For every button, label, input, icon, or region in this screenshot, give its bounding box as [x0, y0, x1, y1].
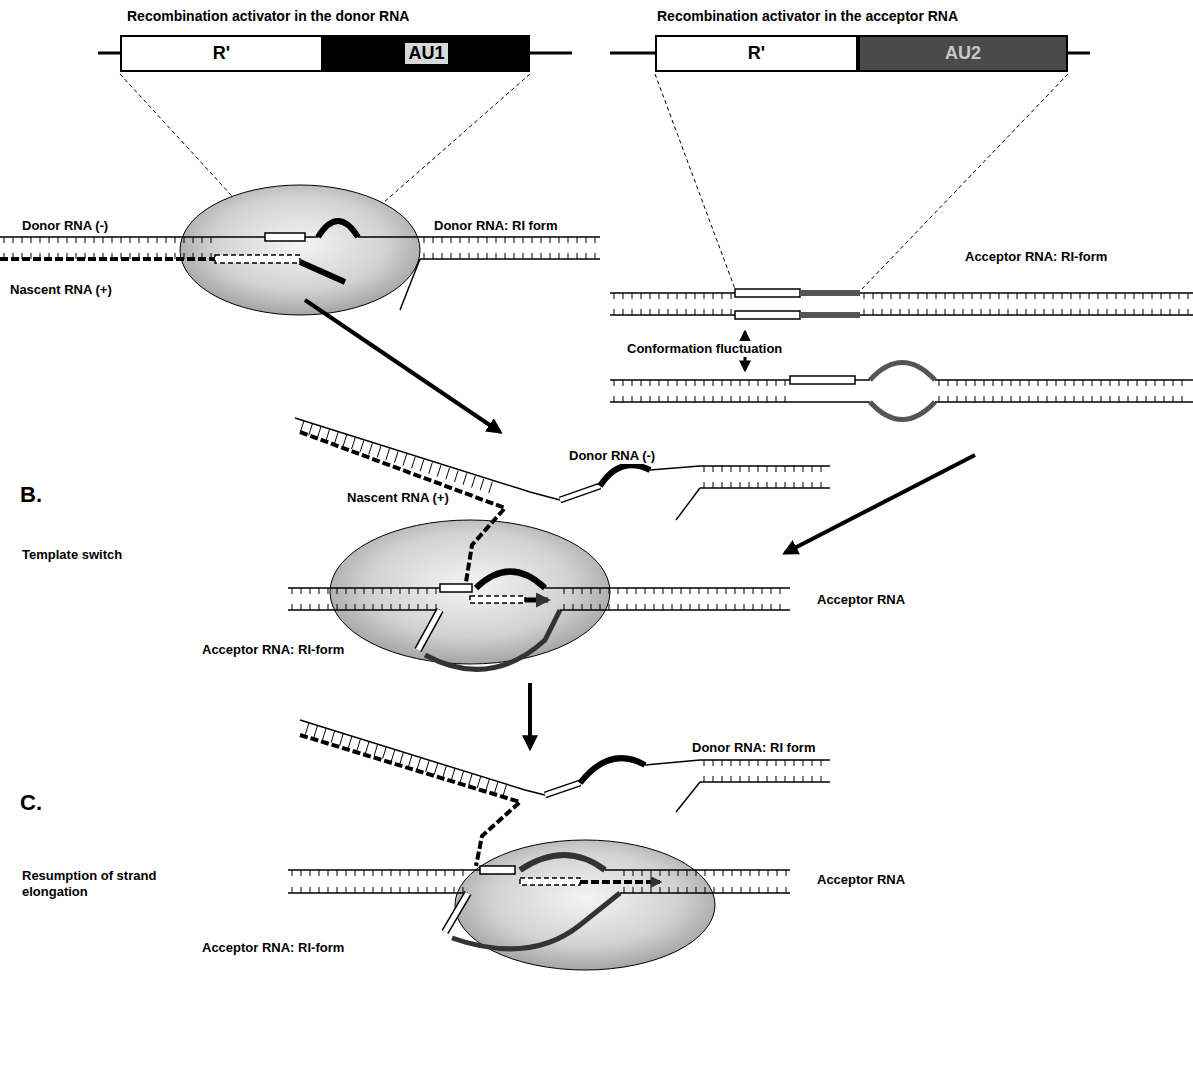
panel-letter: C. [18, 790, 44, 816]
strand-label: Acceptor RNA: RI-form [963, 249, 1109, 265]
panel-letter: B. [18, 482, 44, 508]
heading: Recombination activator in the acceptor … [655, 8, 960, 25]
strand-label: Nascent RNA (+) [345, 490, 451, 506]
strand-elongation [288, 720, 830, 949]
base-pair-ticks [4, 237, 1188, 893]
process-label: Conformation fluctuation [625, 341, 784, 357]
node-label: R' [748, 43, 765, 64]
strand-label: Donor RNA (-) [567, 448, 657, 464]
polymerase [330, 520, 610, 664]
acceptor-ri [610, 289, 1193, 420]
step-title: Resumption of strand elongation [20, 868, 174, 899]
region-box: R' [655, 35, 858, 72]
strand-label: Nascent RNA (+) [8, 282, 114, 298]
polymerase [180, 185, 420, 315]
polymerase [455, 840, 715, 970]
strand-label: Acceptor RNA [815, 592, 907, 608]
au-element-box: AU2 [858, 35, 1068, 72]
au-element-box: AU1 [323, 35, 530, 72]
heading: Recombination activator in the donor RNA [125, 8, 411, 25]
strand-label: Donor RNA: RI form [432, 218, 560, 234]
node-label: R' [213, 43, 230, 64]
node-label: AU1 [405, 43, 447, 64]
step-arrow [305, 300, 975, 748]
strand-label: Acceptor RNA: RI-form [200, 940, 346, 956]
strand-label: Acceptor RNA [815, 872, 907, 888]
node-label: AU2 [945, 43, 981, 64]
zoom-lines [120, 74, 1068, 289]
strand-label: Donor RNA (-) [20, 218, 110, 234]
region-box: R' [120, 35, 323, 72]
template-switch [288, 418, 830, 669]
strand-label: Donor RNA: RI form [690, 740, 818, 756]
donor-ri [0, 221, 600, 310]
strand-label: Acceptor RNA: RI-form [200, 642, 346, 658]
step-title: Template switch [20, 547, 124, 563]
